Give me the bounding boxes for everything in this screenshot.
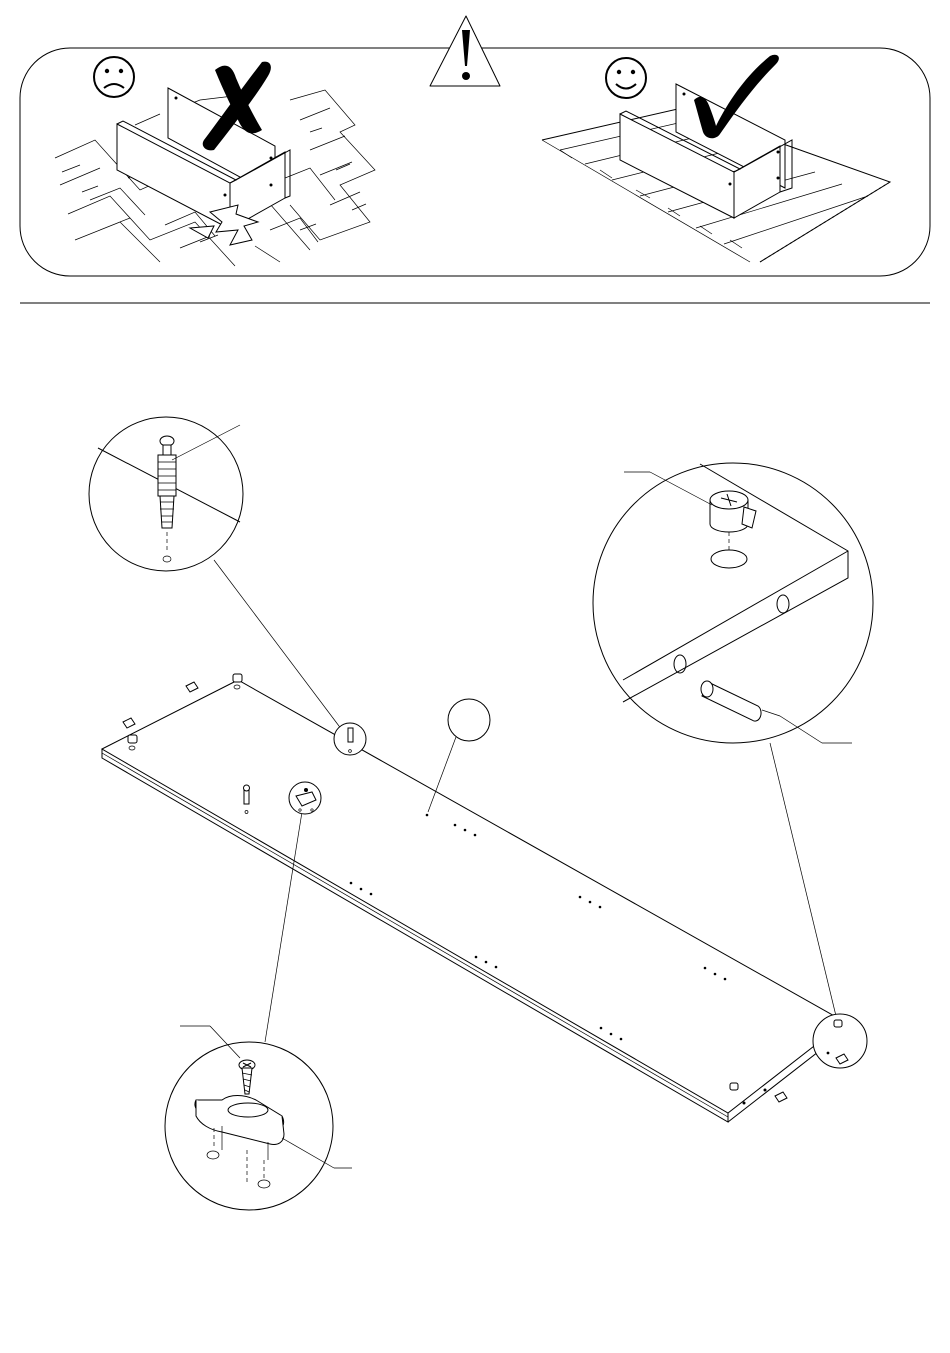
smile-face-icon: [606, 58, 646, 98]
frown-face-icon: [94, 57, 134, 97]
bad-assembly-illustration: [117, 88, 290, 245]
warning-banner: [20, 16, 930, 276]
exclamation-triangle-icon: [430, 16, 500, 86]
